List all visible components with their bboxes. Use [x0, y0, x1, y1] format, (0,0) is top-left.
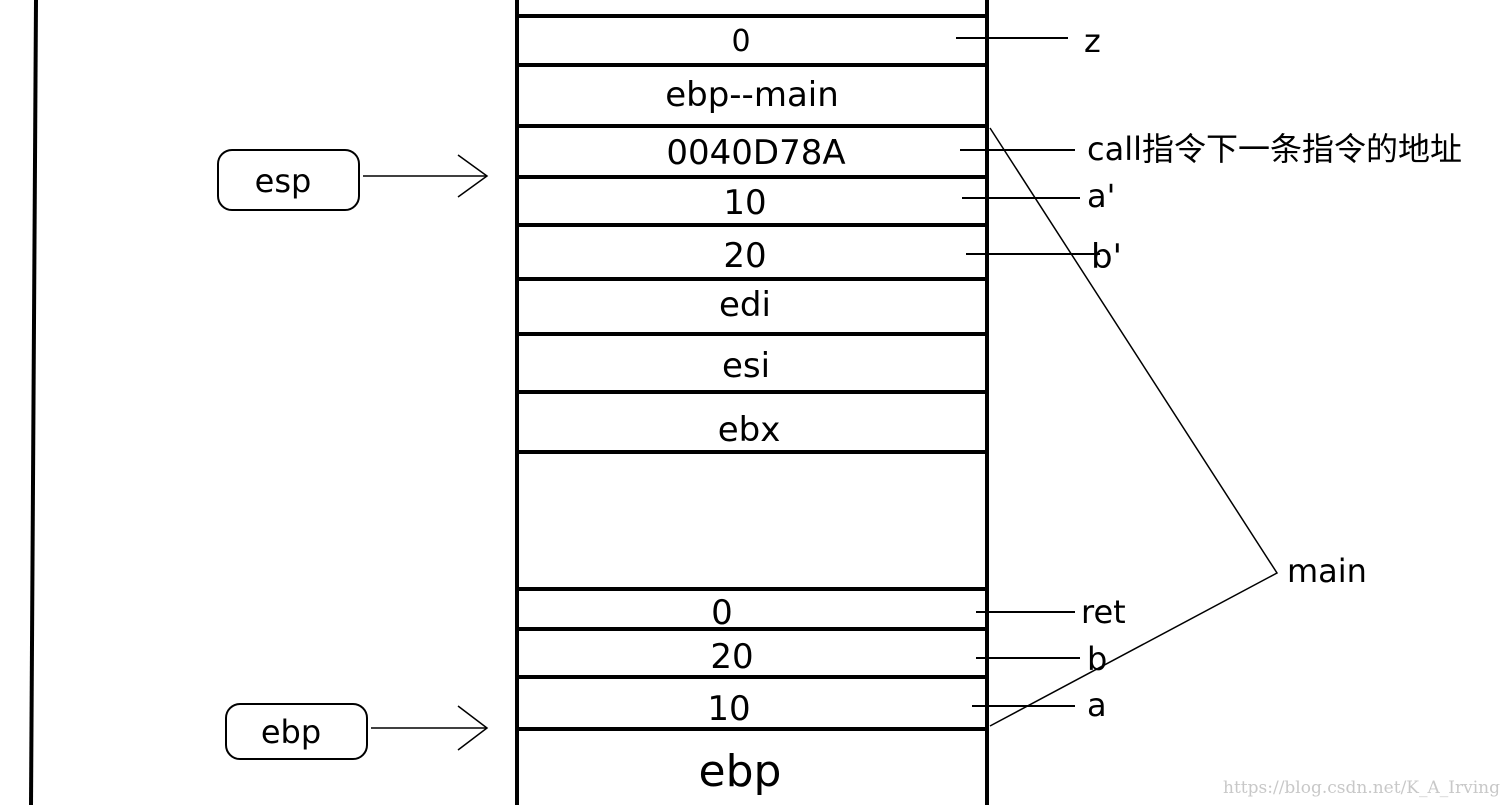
label-z: z	[1084, 22, 1101, 60]
watermark-text: https://blog.csdn.net/K_A_Irving	[1223, 778, 1500, 798]
cell-value-return-address: 0040D78A	[666, 133, 845, 173]
esp-pointer-box	[217, 149, 360, 211]
cell-value-edi: edi	[719, 285, 771, 325]
cell-value-ebp: ebp	[699, 746, 782, 797]
cell-value-ret: 0	[711, 593, 733, 633]
cell-value-esi: esi	[722, 346, 770, 386]
label-b-prime: b'	[1091, 237, 1122, 277]
ebp-pointer-arrow	[371, 705, 489, 751]
cell-value-a: 10	[707, 689, 750, 729]
cell-value-b-prime: 20	[723, 236, 766, 276]
label-a: a	[1087, 686, 1107, 724]
cell-value-b: 20	[710, 637, 753, 677]
ebp-pointer-label: ebp	[261, 713, 321, 751]
label-a-prime: a'	[1087, 177, 1115, 215]
esp-pointer-arrow	[363, 154, 489, 198]
cell-value-z: 0	[731, 24, 750, 59]
left-border-line	[29, 0, 38, 805]
label-return-address: call指令下一条指令的地址	[1087, 130, 1462, 168]
esp-pointer-label: esp	[255, 162, 312, 200]
cell-value-a-prime: 10	[723, 183, 766, 223]
main-frame-label: main	[1287, 552, 1367, 590]
stack-cell-dividers	[517, 14, 987, 731]
label-ret: ret	[1081, 593, 1126, 631]
ebp-pointer-box	[225, 703, 368, 760]
label-leader-lines	[956, 37, 1100, 707]
cell-value-ebp-main: ebp--main	[665, 75, 839, 115]
cell-value-ebx: ebx	[718, 410, 781, 450]
main-frame-bracket	[989, 127, 1279, 727]
label-b: b	[1087, 640, 1107, 678]
